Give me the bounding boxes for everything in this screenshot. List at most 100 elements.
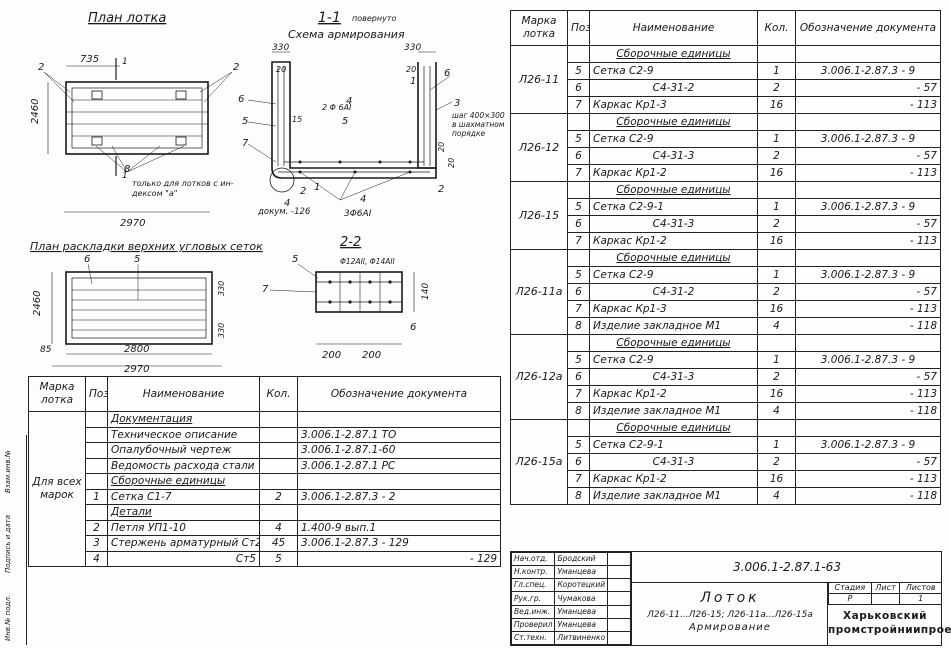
name-cell: Сетка С2-9 [589, 130, 758, 148]
name-cell: Каркас Кр1-2 [589, 164, 758, 182]
doc-cell [795, 334, 941, 352]
role-cell: Вед.инж. [510, 604, 556, 619]
qty-cell: 16 [757, 164, 796, 182]
doc-cell: 3.006.1-2.87.3 - 9 [795, 198, 941, 216]
pos-cell: 7 [567, 385, 590, 403]
pos-cell [85, 473, 108, 490]
name-cell: Изделие закладное М1 [589, 487, 758, 505]
name-cell: Ведомость расхода стали [107, 457, 260, 474]
svg-text:5: 5 [342, 116, 348, 127]
side-inv-no: Инв.№ подл. [4, 594, 12, 641]
name-cell: Сборочные единицы [589, 45, 758, 63]
svg-text:повернуто: повернуто [352, 14, 396, 23]
pos-cell: 6 [567, 215, 590, 233]
qty-cell: 1 [757, 130, 796, 148]
person-cell: Литвиненко [554, 630, 609, 646]
name-cell: Сетка С1-7 [107, 488, 260, 505]
doc-cell: - 113 [795, 470, 941, 488]
qty-cell [259, 457, 298, 474]
doc-cell [297, 411, 501, 428]
doc-cell: - 118 [795, 317, 941, 335]
pos-cell [85, 411, 108, 428]
table-row: Детали [29, 504, 501, 521]
svg-text:докум. -126: докум. -126 [257, 207, 311, 217]
name-cell: Изделие закладное М1 [589, 402, 758, 420]
col-name: Наименование [589, 10, 758, 46]
pos-cell: 7 [567, 470, 590, 488]
col-qty: Кол. [259, 376, 298, 412]
qty-cell: 2 [757, 215, 796, 233]
qty-cell [757, 113, 796, 131]
doc-cell: 3.006.1-2.87.3 - 129 [297, 535, 501, 552]
doc-cell [795, 249, 941, 267]
doc-cell: 3.006.1-2.87.3 - 9 [795, 130, 941, 148]
svg-text:5: 5 [134, 254, 140, 265]
sec22-title: 2-2 [340, 235, 361, 250]
svg-text:140: 140 [421, 283, 431, 300]
doc-cell [795, 419, 941, 437]
name-cell: Детали [107, 504, 260, 521]
qty-cell: 16 [757, 385, 796, 403]
pos-cell: 8 [567, 317, 590, 335]
qty-cell: 1 [757, 62, 796, 80]
table-row: Л26-11 Сборочные единицы [510, 45, 941, 114]
svg-text:4: 4 [360, 194, 366, 205]
plan-note: только для лотков с ин- дексом "а" [131, 179, 236, 198]
doc-cell: 1.400-9 вып.1 [297, 519, 501, 536]
name-cell: Изделие закладное М1 [589, 317, 758, 335]
doc-cell [297, 504, 501, 521]
signature-cell [607, 604, 631, 619]
qty-cell: 16 [757, 232, 796, 250]
name-cell: Ст5 [107, 550, 260, 567]
qty-cell: 1 [757, 351, 796, 369]
doc-cell: - 57 [795, 147, 941, 165]
plan-view: 735 2460 2970 2 2 1 1 8 только для лотко… [30, 54, 239, 229]
svg-text:330: 330 [217, 281, 226, 296]
svg-text:5: 5 [242, 116, 248, 127]
qty-cell: 4 [757, 487, 796, 505]
role-cell: Н.контр. [510, 565, 556, 580]
qty-cell [757, 334, 796, 352]
section-title: 1-1 [318, 10, 341, 26]
person-cell: Уманцева [554, 617, 609, 632]
svg-text:330: 330 [404, 43, 421, 53]
stage-label: Стадия [828, 582, 872, 594]
role-cell: Нач.отд. [510, 551, 556, 567]
svg-text:15: 15 [292, 115, 302, 124]
organization-line: Харьковский [843, 610, 927, 622]
col-mark: Марка лотка [510, 10, 568, 46]
mark-cell: Л26-12 [510, 113, 568, 182]
doc-cell: - 57 [795, 215, 941, 233]
col-doc: Обозначение документа [795, 10, 941, 46]
qty-cell: 2 [757, 453, 796, 471]
qty-cell: 4 [757, 402, 796, 420]
qty-cell: 4 [259, 519, 298, 536]
role-cell: Рук.гр. [510, 591, 556, 606]
pos-cell: 1 [85, 488, 108, 505]
role-cell: Проверил [510, 617, 556, 632]
pos-cell [85, 426, 108, 443]
pos-cell: 8 [567, 487, 590, 505]
pos-cell [85, 442, 108, 459]
mark-cell: Л26-11 [510, 45, 568, 114]
name-cell: Сетка С2-9 [589, 266, 758, 284]
svg-text:2460: 2460 [32, 291, 43, 316]
doc-cell: - 57 [795, 453, 941, 471]
person-cell: Уманцева [554, 604, 609, 619]
svg-text:6: 6 [444, 68, 450, 79]
name-cell: Каркас Кр1-3 [589, 300, 758, 318]
name-cell: Каркас Кр1-2 [589, 470, 758, 488]
section-subtitle: Схема армирования [288, 28, 405, 41]
